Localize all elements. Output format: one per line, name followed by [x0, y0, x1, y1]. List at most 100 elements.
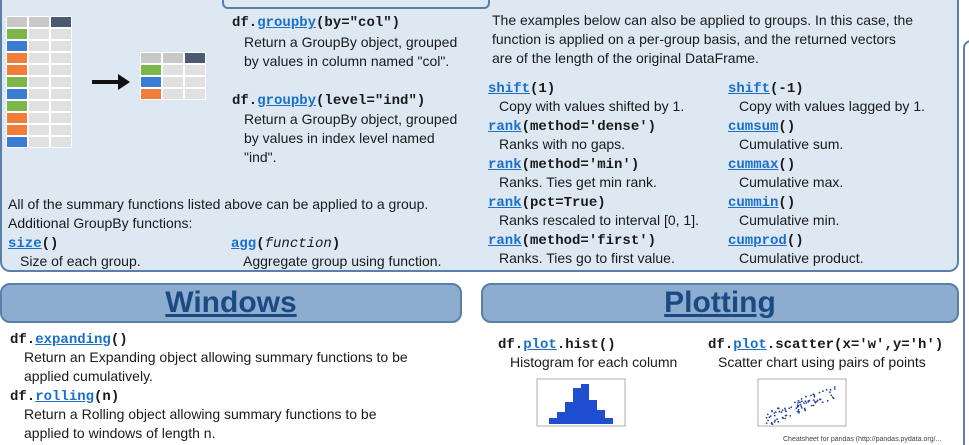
scatter-point — [784, 409, 787, 411]
section-tab — [222, 0, 490, 9]
scatter-point — [800, 407, 803, 409]
size-link[interactable]: size — [8, 236, 42, 252]
scatter-point — [773, 414, 776, 417]
rank-desc: Ranks with no gaps. — [499, 136, 626, 152]
right-panel-edge — [963, 40, 969, 445]
scatter-point — [810, 394, 812, 397]
scatter-point — [825, 388, 828, 391]
table-header-cell — [28, 16, 50, 28]
scatter-point — [768, 416, 771, 419]
scatter-point — [804, 400, 807, 403]
groupby-panel — [0, 0, 959, 272]
scatter-point — [765, 422, 768, 425]
shift-desc: Copy with values lagged by 1. — [739, 98, 925, 114]
scatter-point — [831, 396, 834, 399]
agg-args-function: function — [264, 236, 332, 252]
cummax-link[interactable]: cummax — [728, 157, 779, 173]
groupby-prefix: df. — [232, 93, 258, 109]
plot-link[interactable]: plot — [523, 337, 557, 353]
hist-prefix: df. — [498, 337, 524, 353]
scatter-point — [816, 399, 819, 402]
cumsum-desc: Cumulative sum. — [739, 136, 844, 152]
scatter-point — [777, 407, 779, 409]
plot-link[interactable]: plot — [733, 337, 767, 353]
scatter-point — [798, 411, 800, 414]
rank-desc: Ranks. Ties get min rank. — [499, 174, 657, 190]
scatter-point — [799, 403, 802, 406]
result-cell — [162, 76, 184, 88]
table-index-cell — [6, 88, 28, 100]
size-signature: size() — [8, 233, 58, 254]
arrow-right-icon — [92, 74, 130, 90]
scatter-point — [812, 404, 815, 407]
result-cell — [184, 64, 206, 76]
cumsum-args: () — [778, 119, 796, 135]
scatter-point — [805, 402, 808, 404]
scatter-point — [830, 394, 833, 397]
scatter-point — [797, 402, 799, 404]
scatter-point — [765, 416, 768, 419]
scatter-point — [800, 398, 803, 400]
rank-link[interactable]: rank — [488, 157, 522, 173]
scatter-point — [797, 399, 800, 402]
left_fns-signature-4: rank(method='first') — [488, 230, 656, 251]
agg-signature: agg(function) — [231, 233, 340, 254]
scatter-point — [796, 404, 799, 406]
table-cell — [28, 124, 50, 136]
shift-desc: Copy with values shifted by 1. — [499, 98, 685, 114]
groupby-link[interactable]: groupby — [257, 15, 317, 31]
cummax-desc: Cumulative max. — [739, 174, 844, 190]
rank-desc: Ranks. Ties go to first value. — [499, 250, 675, 266]
rolling-link[interactable]: rolling — [35, 389, 95, 405]
scatter-point — [767, 419, 769, 422]
result-index-cell — [140, 76, 162, 88]
table-cell — [28, 136, 50, 148]
table-cell — [28, 88, 50, 100]
hist-args: .hist() — [556, 337, 616, 353]
table-index-cell — [6, 112, 28, 124]
result-header-cell — [140, 52, 162, 64]
table-index-cell — [6, 136, 28, 148]
shift-link[interactable]: shift — [728, 81, 771, 97]
result-cell — [162, 88, 184, 100]
rank-desc: Ranks rescaled to interval [0, 1]. — [499, 212, 699, 228]
footer-note: Cheatsheet for pandas (http://pandas.pyd… — [783, 436, 942, 443]
scatter-point — [780, 411, 783, 413]
cummax-args: () — [778, 157, 796, 173]
scatter-point — [799, 401, 801, 404]
table-cell — [50, 64, 72, 76]
histogram-bar — [589, 400, 597, 424]
table-cell — [50, 112, 72, 124]
agg-link[interactable]: agg — [231, 236, 257, 252]
scatter-point — [774, 419, 776, 422]
rank-link[interactable]: rank — [488, 233, 522, 249]
shift-link[interactable]: shift — [488, 81, 531, 97]
scatter-point — [794, 401, 796, 404]
rank-link[interactable]: rank — [488, 195, 522, 211]
scatter-point — [810, 404, 813, 407]
cumsum-link[interactable]: cumsum — [728, 119, 779, 135]
left_fns-signature-2: rank(method='min') — [488, 154, 639, 175]
groupby-link[interactable]: groupby — [257, 93, 317, 109]
scatter-point — [774, 411, 777, 413]
plotting-title: Plotting — [664, 286, 776, 319]
intro-line-1: The examples below can also be applied t… — [492, 12, 914, 28]
scatter-point — [821, 401, 824, 404]
expanding-signature: df.expanding() — [10, 329, 128, 350]
left_fns-signature-1: rank(method='dense') — [488, 116, 656, 137]
scatter-point — [781, 409, 784, 412]
cummin-link[interactable]: cummin — [728, 195, 779, 211]
windows-title: Windows — [165, 286, 297, 319]
expanding-link[interactable]: expanding — [35, 332, 111, 348]
scatter-point — [784, 417, 787, 420]
cumprod-link[interactable]: cumprod — [728, 233, 787, 249]
scatter-point — [795, 407, 798, 409]
table-cell — [50, 136, 72, 148]
size-args: () — [41, 236, 59, 252]
groupby-args: (by="col") — [316, 15, 401, 31]
scatter-point — [813, 394, 816, 396]
rolling-prefix: df. — [10, 389, 36, 405]
plotting-banner: Plotting — [481, 283, 959, 323]
rolling-desc-1: Return a Rolling object allowing summary… — [24, 406, 377, 422]
rank-link[interactable]: rank — [488, 119, 522, 135]
